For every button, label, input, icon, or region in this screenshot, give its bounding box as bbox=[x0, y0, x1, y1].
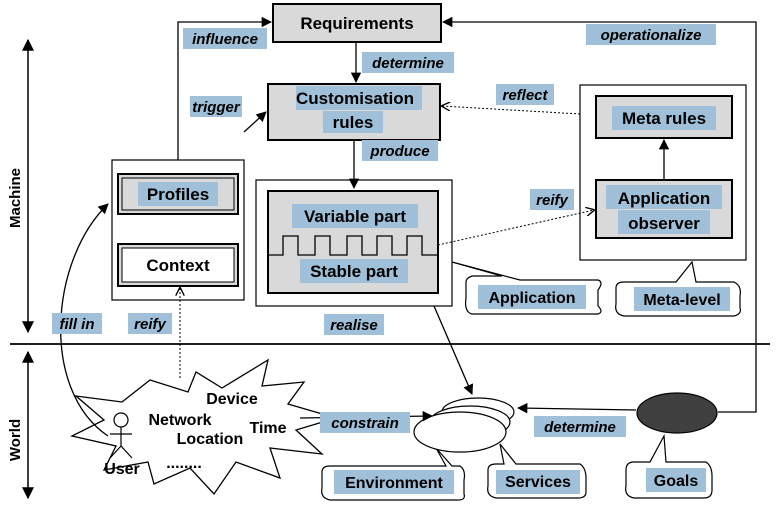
meta-rules-label: Meta rules bbox=[622, 109, 706, 128]
trigger-highlight bbox=[190, 96, 242, 117]
goals-callout: Goals bbox=[625, 433, 713, 499]
customisation-highlight bbox=[296, 86, 422, 110]
vertical-axis: Machine World bbox=[7, 38, 34, 500]
edge-label-realise: realise bbox=[330, 317, 378, 334]
determine-top-highlight bbox=[362, 52, 454, 73]
services-ellipses bbox=[413, 397, 515, 453]
realise-highlight bbox=[324, 314, 384, 335]
application-callout-highlight bbox=[478, 285, 586, 309]
goals-callout-highlight bbox=[646, 468, 706, 492]
axis-label-world: World bbox=[7, 419, 24, 461]
application-callout-label: Application bbox=[488, 290, 575, 307]
trigger-arrow bbox=[243, 111, 267, 133]
rules-label: rules bbox=[333, 113, 374, 132]
goals-ellipse bbox=[636, 392, 718, 434]
user-stick-figure bbox=[109, 412, 133, 459]
determine-bottom-highlight bbox=[534, 416, 626, 437]
environment-callout: Environment bbox=[321, 447, 466, 501]
edge-label-constrain: constrain bbox=[331, 415, 399, 432]
influence-highlight bbox=[183, 28, 267, 49]
customisation-label: Customisation bbox=[296, 89, 414, 108]
application-highlight bbox=[606, 185, 722, 209]
edge-label-reify-right: reify bbox=[536, 192, 568, 209]
stable-part-label: Stable part bbox=[310, 262, 398, 281]
profiles-to-requirements-arrow bbox=[177, 16, 273, 160]
context-label: Context bbox=[146, 256, 210, 275]
goals-to-requirements-arrow bbox=[441, 16, 757, 413]
world-device-label: Device bbox=[206, 391, 258, 408]
services-callout-label: Services bbox=[505, 474, 571, 491]
requirements-label: Requirements bbox=[300, 14, 413, 33]
services-callout: Services bbox=[487, 443, 587, 499]
goals-determine-arrow bbox=[516, 402, 637, 414]
services-callout-highlight bbox=[496, 470, 580, 494]
variable-stable-interface bbox=[268, 235, 438, 256]
meta-level-callout: Meta-level bbox=[615, 260, 741, 317]
reify-left-highlight bbox=[128, 313, 172, 334]
environment-callout-label: Environment bbox=[345, 475, 443, 492]
realise-arrow bbox=[433, 305, 474, 395]
edge-label-influence: influence bbox=[192, 31, 258, 48]
edge-label-reflect: reflect bbox=[502, 87, 548, 104]
requirements-box bbox=[272, 3, 442, 43]
application-observer-line1: Application bbox=[618, 189, 711, 208]
reflect-dotted-arrow bbox=[442, 106, 581, 115]
world-location-label: Location bbox=[177, 431, 244, 448]
observer-highlight bbox=[618, 210, 710, 234]
application-callout: Application bbox=[451, 261, 602, 315]
reflect-highlight bbox=[496, 84, 554, 105]
variable-part-highlight bbox=[292, 204, 418, 228]
axis-label-machine: Machine bbox=[7, 168, 24, 228]
meta-rules-highlight bbox=[612, 106, 716, 130]
reify-right-highlight bbox=[530, 189, 574, 210]
world-starburst bbox=[70, 358, 339, 496]
edge-label-reify-left: reify bbox=[134, 316, 166, 333]
world-time-label: Time bbox=[249, 420, 286, 437]
application-observer-line2: observer bbox=[628, 214, 700, 233]
rules-highlight bbox=[323, 111, 383, 133]
stable-part-highlight bbox=[300, 259, 408, 283]
operationalize-highlight bbox=[586, 24, 716, 45]
edge-label-operationalize: operationalize bbox=[601, 27, 702, 44]
variable-part-label: Variable part bbox=[304, 207, 406, 226]
profiles-inner-border bbox=[121, 177, 235, 211]
edge-label-determine-top: determine bbox=[372, 55, 444, 72]
constrain-highlight bbox=[320, 412, 410, 433]
world-user-label: User bbox=[104, 461, 140, 478]
profiles-highlight bbox=[138, 182, 218, 206]
world-ellipsis-label: ........ bbox=[166, 455, 202, 472]
edge-label-trigger: trigger bbox=[192, 99, 241, 116]
reify-dotted-arrow-right bbox=[437, 210, 594, 246]
fill-in-highlight bbox=[52, 313, 102, 334]
profiles-label: Profiles bbox=[147, 185, 209, 204]
goals-callout-label: Goals bbox=[654, 473, 699, 490]
edge-label-produce: produce bbox=[369, 143, 429, 160]
meta-level-callout-highlight bbox=[634, 287, 730, 311]
context-inner-border bbox=[121, 247, 235, 283]
edge-label-determine-bottom: determine bbox=[544, 419, 616, 436]
environment-callout-highlight bbox=[334, 470, 454, 494]
edge-label-fill-in: fill in bbox=[60, 316, 95, 333]
produce-highlight bbox=[362, 140, 438, 161]
world-network-label: Network bbox=[148, 412, 211, 429]
meta-level-callout-label: Meta-level bbox=[643, 292, 720, 309]
